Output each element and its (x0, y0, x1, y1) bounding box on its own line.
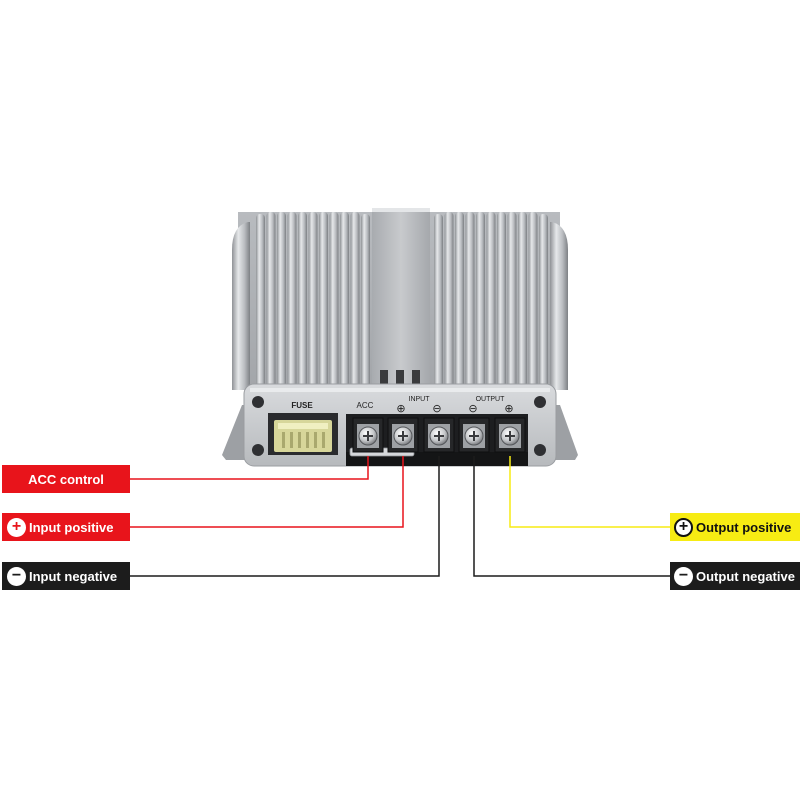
acc-label: ACC (357, 401, 374, 410)
heatsink-fin (476, 212, 485, 392)
right-outer-wall (550, 222, 568, 390)
heatsink-fin (329, 212, 339, 392)
heatsink-fin (308, 212, 318, 392)
output-plus-symbol: ⊕ (504, 402, 513, 415)
heatsink-fin (319, 212, 328, 392)
output-positive-text: Output positive (696, 519, 792, 535)
acc-control-label: ACC control (2, 465, 130, 493)
output-negative-label: − Output negative (670, 562, 800, 590)
heatsink-fin (434, 214, 443, 392)
terminal-screws (352, 417, 526, 453)
heatsink-body (222, 208, 578, 460)
heatsink-fin (528, 212, 538, 392)
input-negative-text: Input negative (29, 568, 118, 584)
wire-input-negative (130, 456, 440, 577)
wire-output-negative (473, 456, 670, 577)
vent-slots (380, 370, 420, 388)
wire-acc-control (130, 456, 369, 480)
corner-screw-bottom-left (252, 444, 264, 456)
fuse-label: FUSE (291, 401, 313, 410)
left-outer-wall (232, 222, 250, 390)
heatsink-fin (277, 212, 286, 392)
input-positive-label: + Input positive (2, 513, 130, 541)
left-fins (256, 212, 370, 392)
corner-screw-top-left (252, 396, 264, 408)
heatsink-fin (361, 214, 370, 392)
heatsink-fin (497, 212, 506, 392)
heatsink-fin (486, 212, 496, 392)
corner-screw-bottom-right (534, 444, 546, 456)
plus-circle-icon: + (674, 517, 693, 537)
heatsink-fin (256, 214, 265, 392)
acc-control-text: ACC control (28, 471, 104, 487)
output-negative-text: Output negative (696, 568, 795, 584)
heatsink-fin (298, 212, 307, 392)
wire-output-positive (509, 456, 670, 528)
heatsink-fin (266, 212, 276, 392)
corner-screw-top-right (534, 396, 546, 408)
input-positive-text: Input positive (29, 519, 114, 535)
right-fins (434, 212, 548, 392)
wiring (130, 456, 670, 577)
heatsink-fin (444, 212, 454, 392)
minus-circle-icon: − (674, 566, 693, 586)
wire-input-positive (130, 456, 404, 528)
minus-circle-icon: − (7, 566, 26, 586)
heatsink-fin (465, 212, 475, 392)
center-channel (372, 208, 430, 388)
input-label: INPUT (409, 396, 431, 403)
plus-circle-icon: + (7, 517, 26, 537)
heatsink-fin (507, 212, 517, 392)
heatsink-fin (455, 212, 464, 392)
input-plus-symbol: ⊕ (396, 402, 405, 415)
output-minus-symbol: ⊖ (468, 402, 477, 415)
heatsink-fin (518, 212, 527, 392)
input-negative-label: − Input negative (2, 562, 130, 590)
heatsink-fin (539, 214, 548, 392)
input-minus-symbol: ⊖ (432, 402, 441, 415)
output-positive-label: + Output positive (670, 513, 800, 541)
heatsink-fin (350, 212, 360, 392)
heatsink-fin (287, 212, 297, 392)
front-face: FUSE ACC INPUT OUTPUT ⊕ ⊖ ⊖ ⊕ (243, 383, 557, 467)
output-label: OUTPUT (476, 396, 506, 403)
heatsink-fin (340, 212, 349, 392)
